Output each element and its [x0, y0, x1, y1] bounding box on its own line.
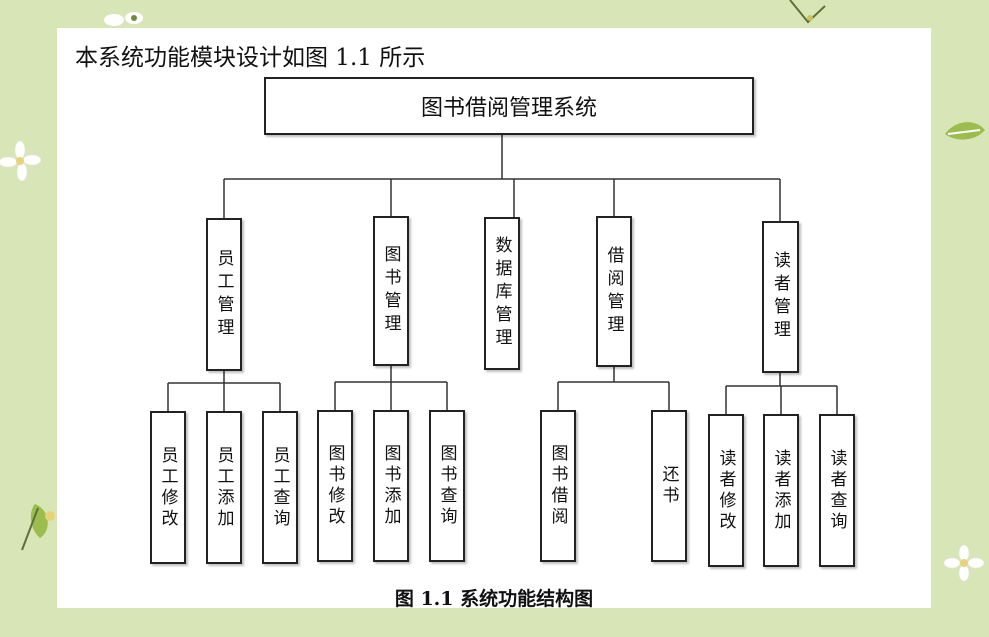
leaf-reader-add: 读者添加: [763, 414, 799, 567]
document-panel: 本系统功能模块设计如图 1.1 所示: [57, 28, 931, 610]
leaf-decoration-bottom-left: [21, 504, 55, 551]
leaf-employee-edit: 员工修改: [150, 411, 186, 564]
module-borrow-node: 借阅管理: [596, 216, 632, 367]
module-book-label: 图书管理: [380, 245, 401, 337]
leaf-return-book: 还书: [651, 410, 687, 562]
module-employee-node: 员工管理: [206, 218, 242, 371]
leaf-employee-add: 员工添加: [206, 411, 242, 564]
module-borrow-label: 借阅管理: [603, 245, 624, 338]
leaf-employee-query-label: 员工查询: [269, 445, 290, 530]
leaf-return-book-label: 还书: [658, 465, 679, 507]
leaf-reader-edit-label: 读者修改: [715, 448, 736, 533]
leaf-reader-add-label: 读者添加: [770, 448, 791, 533]
leaf-book-edit: 图书修改: [317, 410, 353, 562]
flower-decoration-bottom-right: [943, 545, 985, 581]
leaf-employee-edit-label: 员工修改: [157, 445, 178, 530]
leaf-borrow-book: 图书借阅: [540, 410, 576, 562]
leaf-book-add-label: 图书添加: [380, 444, 401, 528]
module-database-node: 数据库管理: [484, 217, 520, 370]
leaf-book-edit-label: 图书修改: [324, 444, 345, 528]
leaf-reader-edit: 读者修改: [708, 414, 744, 567]
leaf-reader-query-label: 读者查询: [826, 448, 847, 533]
leaf-decoration-right: [945, 122, 985, 140]
module-database-label: 数据库管理: [491, 236, 512, 351]
module-reader-node: 读者管理: [762, 221, 799, 373]
connector-lines: [167, 135, 838, 414]
figure-caption: 图 1.1 系统功能结构图: [394, 588, 594, 610]
module-book-node: 图书管理: [373, 216, 409, 366]
root-label: 图书借阅管理系统: [420, 96, 597, 121]
leaf-employee-add-label: 员工添加: [213, 445, 234, 530]
flower-decoration-left: [0, 140, 42, 182]
leaf-decoration-top: [104, 12, 143, 26]
module-employee-label: 员工管理: [213, 248, 234, 341]
leaf-reader-query: 读者查询: [819, 414, 855, 567]
module-reader-label: 读者管理: [770, 251, 790, 343]
leaf-book-query-label: 图书查询: [436, 444, 457, 528]
branch-decoration-top-right: [789, 0, 826, 24]
leaf-book-query: 图书查询: [429, 410, 465, 562]
leaf-employee-query: 员工查询: [262, 411, 298, 564]
intro-text: 本系统功能模块设计如图 1.1 所示: [75, 45, 426, 71]
root-node: 图书借阅管理系统: [264, 77, 754, 135]
leaf-borrow-book-label: 图书借阅: [547, 444, 568, 528]
leaf-book-add: 图书添加: [373, 410, 409, 562]
